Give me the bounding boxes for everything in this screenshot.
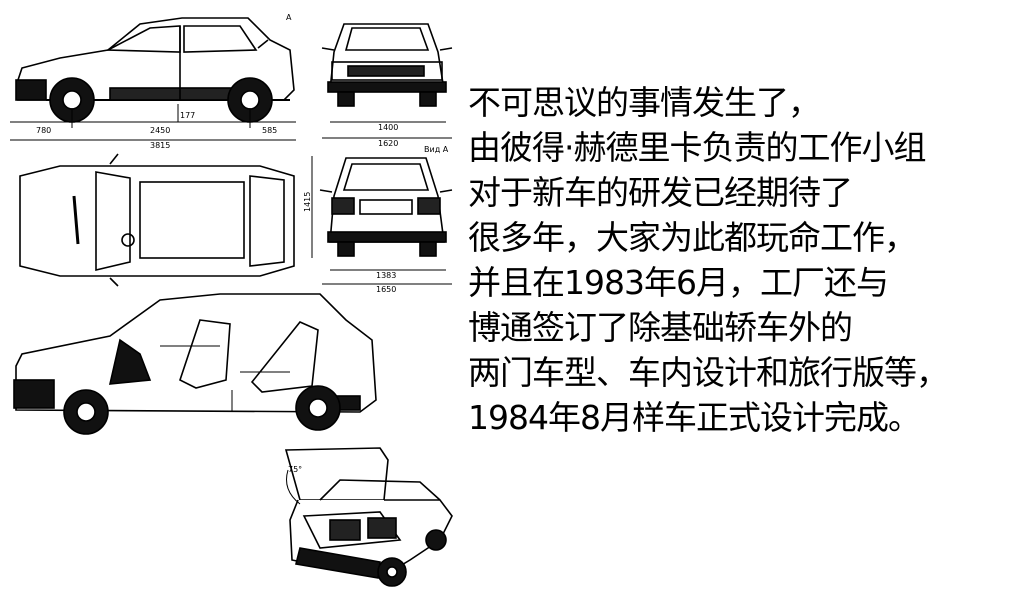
hatch-angle: 75° [288, 465, 302, 474]
front-view-drawing [321, 23, 453, 139]
caption-line-5: 并且在1983年6月，工厂还与 [468, 263, 889, 302]
dim-ground-clearance: 177 [180, 111, 195, 120]
interior-cutaway-drawing [13, 293, 377, 435]
side-view-labels: 780 2450 585 3815 177 A [36, 13, 292, 150]
hatchback-labels: 75° [288, 465, 302, 474]
dim-front-width: 1620 [378, 139, 398, 148]
view-label: Вид A [424, 145, 449, 154]
caption-line-7: 两门车型、车内设计和旅行版等， [468, 353, 949, 392]
caption-line-2: 由彼得·赫德里卡负责的工作小组 [468, 128, 927, 167]
caption-line-8: 1984年8月样车正式设计完成。 [468, 398, 921, 437]
open-hatchback-drawing [284, 447, 453, 587]
dim-rear-track: 1383 [376, 271, 396, 280]
dim-rear-overhang: 585 [262, 126, 277, 135]
front-view-labels: 1400 1620 [378, 123, 398, 148]
view-marker-a: A [286, 13, 292, 22]
rear-view-labels: Вид A 1383 1650 1415 [303, 145, 449, 294]
caption-line-6: 博通签订了除基础轿车外的 [468, 308, 853, 347]
dim-front-overhang: 780 [36, 126, 51, 135]
dim-front-track: 1400 [378, 123, 398, 132]
rear-view-drawing [311, 156, 453, 285]
top-view-drawing [19, 153, 295, 287]
dim-rear-height: 1415 [303, 192, 312, 212]
caption-line-1: 不可思议的事情发生了， [468, 83, 821, 122]
dim-rear-width: 1650 [376, 285, 396, 294]
caption-line-4: 很多年，大家为此都玩命工作， [468, 218, 917, 257]
dim-wheelbase: 2450 [150, 126, 170, 135]
caption-block: 不可思议的事情发生了， 由彼得·赫德里卡负责的工作小组 对于新车的研发已经期待了… [468, 80, 1024, 440]
side-view-drawing [10, 17, 296, 141]
car-blueprint-drawings: 780 2450 585 3815 177 A 1400 1620 [10, 13, 453, 587]
caption-line-3: 对于新车的研发已经期待了 [468, 173, 853, 212]
dim-total-length: 3815 [150, 141, 170, 150]
